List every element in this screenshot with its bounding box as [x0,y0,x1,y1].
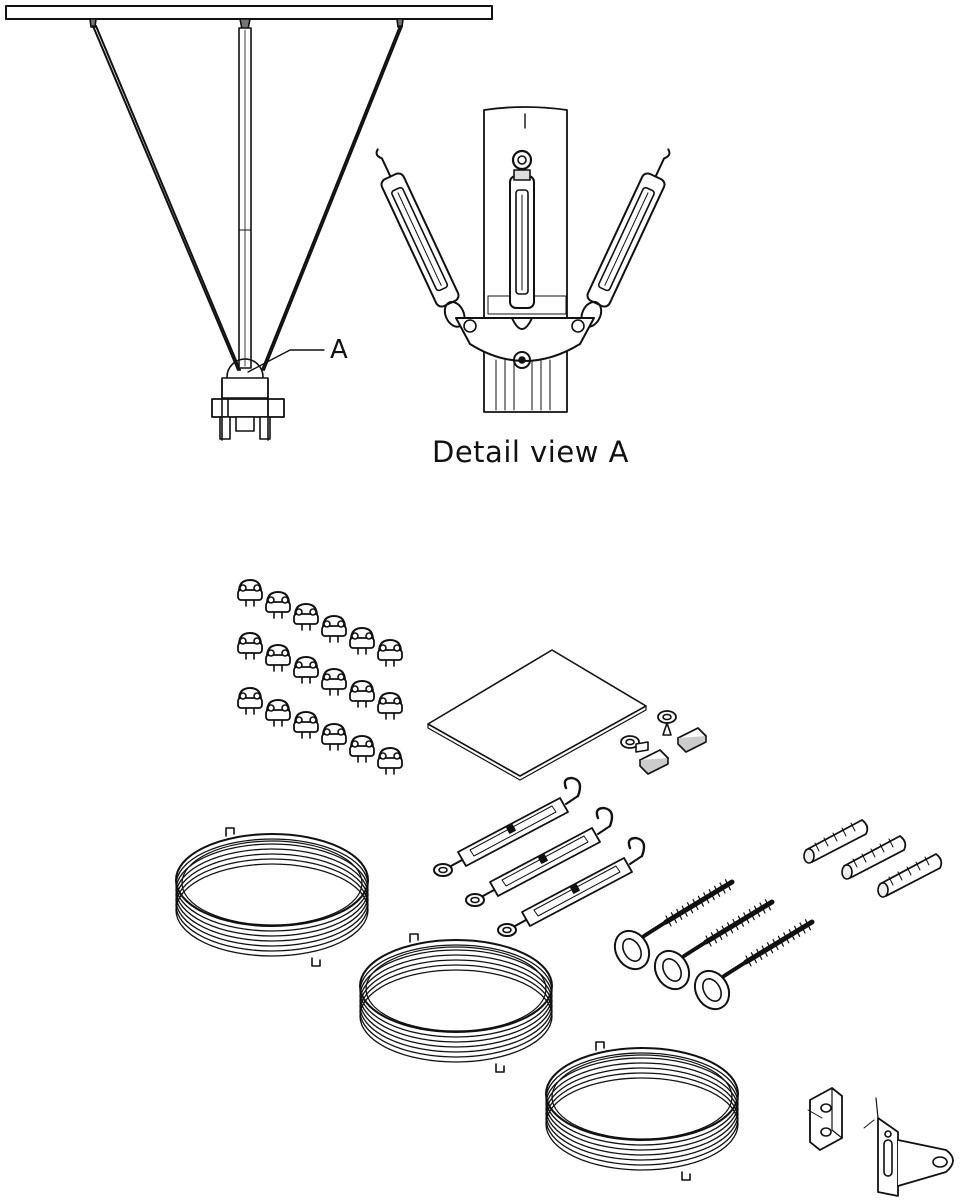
wall-plug [877,853,943,898]
turnbuckle [465,806,614,907]
wire-clamp [265,699,291,727]
wire-clamp [321,668,347,696]
anchor-left [89,18,97,28]
bolt-2 [620,735,649,753]
detail-view-caption: Detail view A [432,435,629,469]
bolt-1 [657,710,677,736]
detail-turnbuckle-center [509,169,535,309]
ceiling-plate [5,5,493,20]
angle-bracket [863,1097,954,1197]
detail-turnbuckle-left [375,148,466,328]
wire-clamp [265,591,291,619]
instruction-sheet [427,649,647,777]
wire-clamp [237,579,263,607]
detail-eye-top [511,149,533,171]
turnbuckles [433,776,646,937]
nut-2 [639,749,669,775]
wire-clamp [349,680,375,708]
turnbuckle [433,776,582,877]
small-bracket [807,1087,843,1151]
wire-clamp [293,603,319,631]
detail-view-a [375,106,671,413]
wire-clamp [321,615,347,643]
callout-leader [247,349,325,373]
wire-clamp [377,692,403,720]
wall-plug [841,835,907,880]
detail-collar [455,317,595,362]
wire-coil [175,827,369,967]
turnbuckle [497,836,646,937]
mast-base [211,358,285,441]
guy-wires [92,25,403,371]
wire-clamps [237,579,403,775]
wire-clamp [265,644,291,672]
mast [238,27,252,369]
overview-drawing [5,5,493,441]
eye-screw [653,899,775,991]
wire-coil [545,1041,739,1181]
wire-coils [175,827,739,1181]
nut-1 [677,727,707,753]
wire-clamp [237,687,263,715]
callout-label-a: A [330,335,348,365]
wire-clamp [293,656,319,684]
wire-clamp [377,747,403,775]
wire-clamp [237,632,263,660]
eye-screw [613,879,735,971]
wall-plugs [803,819,943,898]
wire-clamp [349,627,375,655]
wire-clamp [377,639,403,667]
wire-coil [359,933,553,1073]
eye-screws [613,879,815,1011]
detail-turnbuckle-right [580,148,671,328]
eye-screw [693,919,815,1011]
wire-clamp [293,711,319,739]
wire-clamp [321,723,347,751]
wall-plug [803,819,869,864]
wire-clamp [349,735,375,763]
